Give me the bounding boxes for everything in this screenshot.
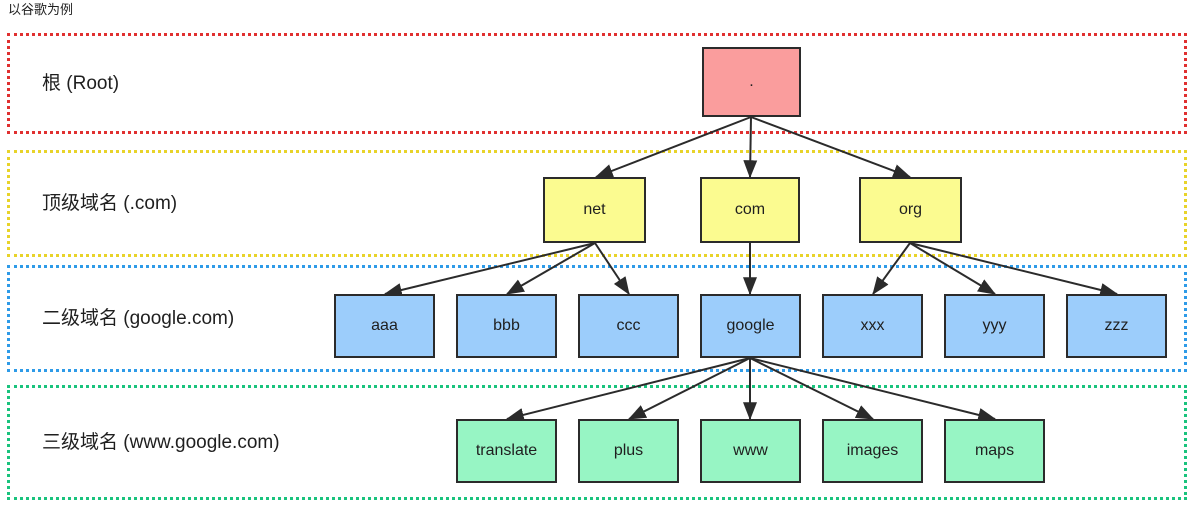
node-label: yyy (982, 317, 1007, 334)
node-com[interactable]: com (700, 177, 800, 243)
node-label: maps (974, 442, 1015, 459)
node-net[interactable]: net (543, 177, 646, 243)
node-label: . (749, 73, 754, 90)
node-label: ccc (616, 317, 641, 334)
node-label: com (734, 201, 766, 218)
node-google[interactable]: google (700, 294, 801, 358)
node-maps[interactable]: maps (944, 419, 1045, 483)
node-label: images (846, 442, 899, 459)
node-yyy[interactable]: yyy (944, 294, 1045, 358)
node-bbb[interactable]: bbb (456, 294, 557, 358)
node-label: zzz (1104, 317, 1129, 334)
band-label-root: 根 (Root) (42, 72, 120, 94)
node-label: bbb (493, 317, 520, 334)
node-xxx[interactable]: xxx (822, 294, 923, 358)
node-zzz[interactable]: zzz (1066, 294, 1167, 358)
node-label: translate (475, 442, 538, 459)
node-org[interactable]: org (859, 177, 962, 243)
band-root (7, 33, 1187, 134)
band-label-tld: 顶级域名 (.com) (42, 192, 178, 214)
node-www[interactable]: www (700, 419, 801, 483)
node-label: google (726, 317, 775, 334)
node-aaa[interactable]: aaa (334, 294, 435, 358)
node-translate[interactable]: translate (456, 419, 557, 483)
node-ccc[interactable]: ccc (578, 294, 679, 358)
band-label-third: 三级域名 (www.google.com) (42, 431, 280, 453)
node-root[interactable]: . (702, 47, 801, 117)
node-label: plus (613, 442, 644, 459)
node-label: xxx (860, 317, 885, 334)
diagram-caption: 以谷歌为例 (8, 2, 74, 17)
node-label: net (583, 201, 606, 218)
node-label: org (898, 201, 923, 218)
band-label-second: 二级域名 (google.com) (42, 307, 235, 329)
node-label: aaa (371, 317, 398, 334)
node-plus[interactable]: plus (578, 419, 679, 483)
node-images[interactable]: images (822, 419, 923, 483)
node-label: www (733, 442, 768, 459)
